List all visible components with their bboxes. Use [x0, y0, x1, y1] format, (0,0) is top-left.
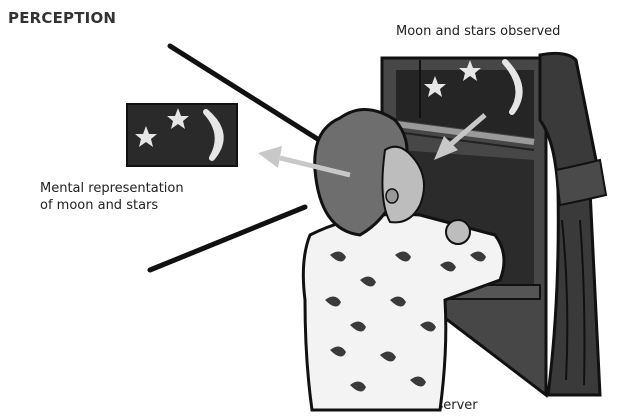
mental-representation-image [127, 104, 237, 166]
curtain [540, 53, 606, 395]
ear [386, 189, 398, 203]
arrow-head-icon [258, 146, 282, 168]
view-line-lower [150, 207, 305, 270]
hand [446, 220, 470, 244]
